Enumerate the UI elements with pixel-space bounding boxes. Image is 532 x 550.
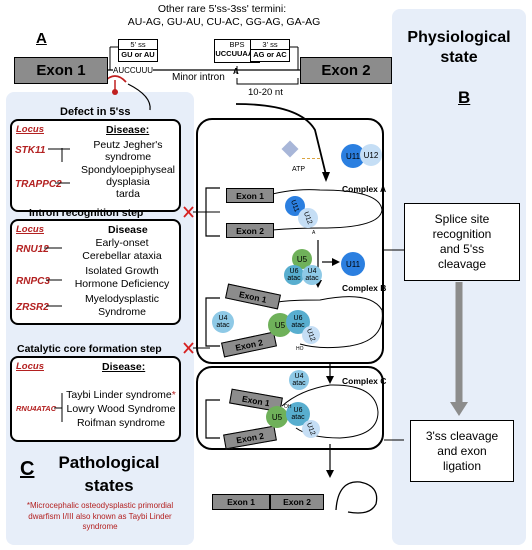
complex-a-exon-2: Exon 2 xyxy=(226,223,274,238)
bps-a-label: A xyxy=(233,67,239,76)
bps-value: UCCUUAAC xyxy=(215,49,259,58)
group3-locus-header: Locus xyxy=(16,361,44,372)
complex-a-label: Complex A xyxy=(342,184,387,194)
complex-a-exon-1: Exon 1 xyxy=(226,188,274,203)
defect-5ss-heading: Defect in 5'ss xyxy=(60,106,131,118)
five-ss-box: 5' ss GU or AU xyxy=(118,39,158,62)
group2-disease-header: Disease xyxy=(108,224,148,236)
disease-group-1: Locus Disease: STK11 TRAPPC2 Peutz Jeghe… xyxy=(10,119,181,212)
ligated-exon-2: Exon 2 xyxy=(270,494,324,510)
complex-b-label: Complex B xyxy=(342,283,387,293)
three-ss-box: 3' ss AG or AC xyxy=(250,39,290,62)
pathological-title: Pathological states xyxy=(34,451,184,497)
physiological-title: Physiological state xyxy=(392,28,526,68)
group2-disease-line1: Early-onset xyxy=(95,237,149,249)
footnote-line2: dwarfism I/III also known as Taybi Linde… xyxy=(28,511,172,521)
physio-box1-line1: Splice site xyxy=(434,212,490,226)
group2-locus-header: Locus xyxy=(16,224,44,235)
bps-title: BPS xyxy=(229,40,245,49)
complex-c-label: Complex C xyxy=(342,376,387,386)
three-ss-value: AG or AC xyxy=(253,50,287,59)
group1-disease-line5: tarda xyxy=(116,188,140,200)
group2-gene-rnpc3: RNPC3 xyxy=(16,276,50,287)
group2-disease-line5: Myelodysplastic xyxy=(84,293,160,305)
complex-c-u4atac-icon: U4 atac xyxy=(289,370,309,390)
five-ss-value: GU or AU xyxy=(121,50,155,59)
disease-group-3: Locus Disease: RNU4ATAC Taybi Linder syn… xyxy=(10,356,181,442)
group1-disease-header: Disease: xyxy=(106,124,150,136)
group1-locus-header: Locus xyxy=(16,124,44,135)
physiological-title-line2: state xyxy=(440,49,478,66)
complex-c-u5-icon: U5 xyxy=(266,406,288,428)
group1-gene-trappc2: TRAPPC2 xyxy=(15,179,62,190)
group2-disease-line3: Isolated Growth xyxy=(85,265,159,277)
group3-disease-line1: Taybi Linder syndrome* xyxy=(62,389,180,401)
rare-termini-title: Other rare 5'ss-3ss' termini: xyxy=(157,3,287,15)
physio-box1-line2: recognition xyxy=(432,227,492,241)
catalytic-core-heading: Catalytic core formation step xyxy=(17,343,162,355)
disease-connectors xyxy=(44,148,70,422)
group1-gene-stk11: STK11 xyxy=(15,145,46,156)
exon-2-main: Exon 2 xyxy=(300,57,392,84)
complex-b-u4atac-icon: U4 atac xyxy=(212,311,234,333)
five-ss-title: 5' ss xyxy=(119,40,157,50)
three-ss-title: 3' ss xyxy=(251,40,289,50)
group1-disease-line3: Spondyloepiphyseal xyxy=(81,164,175,176)
complex-a-branch-a: A xyxy=(312,230,316,236)
group2-disease-line4: Hormone Deficiency xyxy=(74,278,170,290)
splice-site-recognition-box: Splice site recognition and 5'ss cleavag… xyxy=(404,203,520,281)
physiological-title-line1: Physiological xyxy=(407,29,511,46)
panel-label-b: B xyxy=(458,88,471,107)
ligated-exon-1: Exon 1 xyxy=(212,494,270,510)
group1-disease-line1: Peutz Jegher's xyxy=(93,139,163,151)
group3-disease-asterisk: * xyxy=(171,389,176,401)
group3-disease-line2: Lowry Wood Syndrome xyxy=(66,403,176,415)
splicing-complex-box-bottom xyxy=(196,366,384,450)
group2-gene-zrsr2: ZRSR2 xyxy=(16,302,49,313)
u12-snrnp-icon: U12 xyxy=(360,144,382,166)
physio-box1-line3: and 5'ss xyxy=(439,242,485,256)
footnote-line3: syndrome xyxy=(82,522,118,531)
disease-group-2: Locus Disease RNU12 RNPC3 ZRSR2 Early-on… xyxy=(10,219,181,325)
group3-gene-rnu4atac: RNU4ATAC xyxy=(16,404,57,413)
group2-disease-line2: Cerebellar ataxia xyxy=(82,250,162,262)
group2-gene-rnu12: RNU12 xyxy=(16,244,49,255)
auccuuu-label: AUCCUUU xyxy=(113,66,153,75)
distance-label: 10-20 nt xyxy=(248,87,283,98)
footnote-line1: *Microcephalic osteodysplastic primordia… xyxy=(26,501,174,510)
pathological-title-line1: Pathological xyxy=(58,453,160,472)
complex-c-u6atac-icon: U6 atac xyxy=(286,402,310,426)
group3-disease-header: Disease: xyxy=(102,361,146,373)
group1-disease-line4: dysplasia xyxy=(106,176,150,188)
atp-label: ATP xyxy=(292,166,306,173)
group3-disease-taybi: Taybi Linder syndrome xyxy=(66,389,172,401)
exon-ligation-box: 3'ss cleavage and exon ligation xyxy=(410,420,514,482)
complex-c-oh-label: OH xyxy=(284,404,292,410)
footnote: *Microcephalic osteodysplastic primordia… xyxy=(6,501,194,533)
splicing-complex-box-top xyxy=(196,118,384,364)
intron-recognition-heading: Intron recognition step xyxy=(29,207,144,219)
complex-b-ho-label: HO xyxy=(296,346,304,352)
u4atac-incoming-icon: U4 atac xyxy=(302,265,322,285)
group1-disease-line2: syndrome xyxy=(104,151,152,163)
u5-incoming-icon: U5 xyxy=(292,249,312,269)
physio-box2-line1: 3'ss cleavage xyxy=(425,428,499,443)
u11-released-icon: U11 xyxy=(341,252,365,276)
group2-disease-line6: Syndrome xyxy=(98,306,146,318)
rare-termini-list: AU-AG, GU-AU, CU-AC, GG-AG, GA-AG xyxy=(127,16,321,28)
u6atac-incoming-icon: U6 atac xyxy=(284,265,304,285)
minor-intron-label: Minor intron xyxy=(172,72,225,83)
physio-box1-line4: cleavage xyxy=(437,257,487,271)
panel-label-c: C xyxy=(20,458,35,480)
exon-1-main: Exon 1 xyxy=(14,57,108,84)
atp-phosphate-icon xyxy=(302,154,320,159)
group3-disease-line3: Roifman syndrome xyxy=(76,417,166,429)
pathological-title-line2: states xyxy=(84,476,134,495)
panel-label-a: A xyxy=(36,30,47,47)
physio-box2-line3: ligation xyxy=(442,458,482,473)
physio-box2-line2: and exon xyxy=(437,443,487,458)
